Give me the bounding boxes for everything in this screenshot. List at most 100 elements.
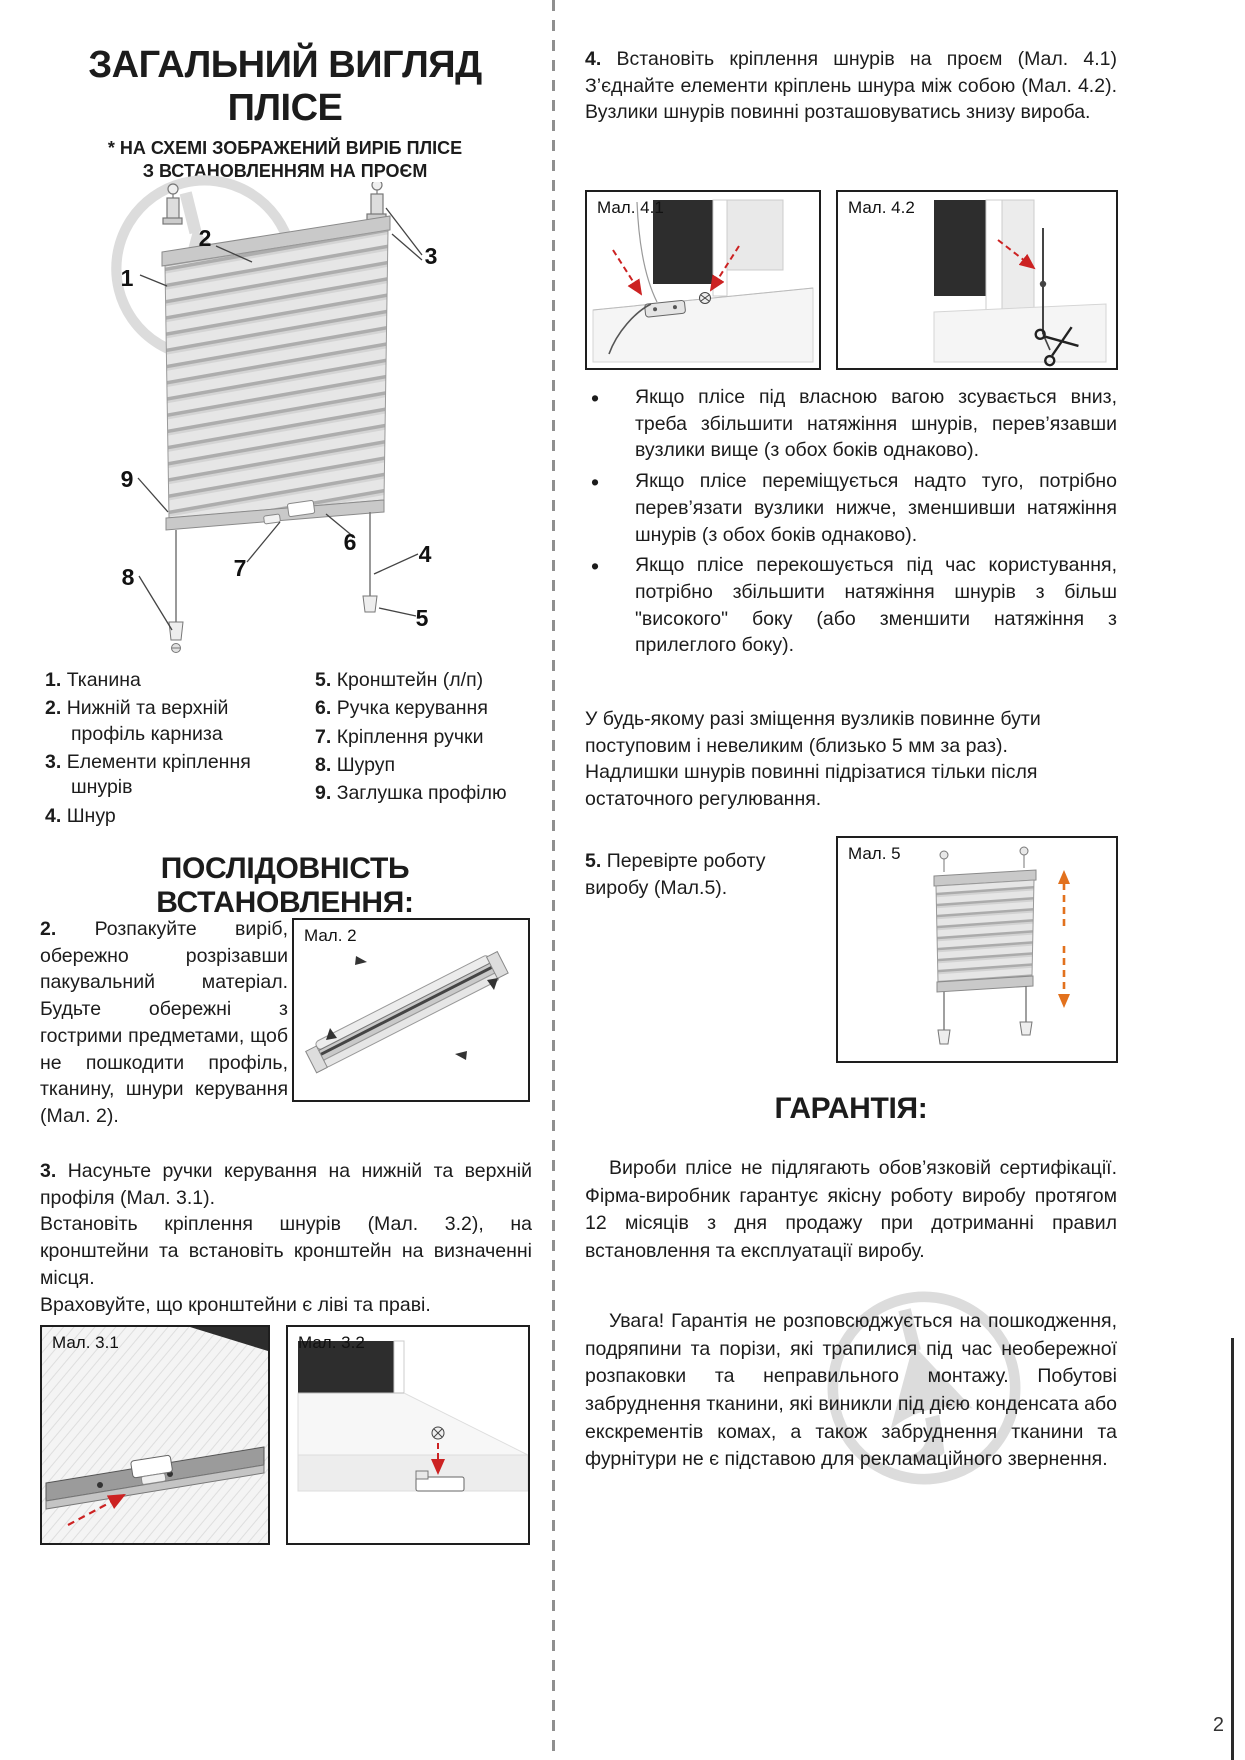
figure-2: Мал. 2 <box>292 918 530 1102</box>
step-2-text: Розпакуйте виріб, обережно розрізавши па… <box>40 918 288 1127</box>
note-line1: У будь-якому разі зміщення вузликів пови… <box>585 708 1041 757</box>
blind-diagram-drawing: 1 2 3 9 8 7 6 4 5 <box>121 182 438 653</box>
warranty-paragraph-2: Увага! Гарантія не розповсюджується на п… <box>585 1310 1117 1471</box>
callout-8: 8 <box>122 564 135 590</box>
red-arrow <box>67 1493 126 1526</box>
callout-4: 4 <box>419 541 432 567</box>
top-profile <box>933 869 1037 887</box>
legend-item: 3. Елементи кріплення шнурів <box>45 750 307 801</box>
page-edge-rule <box>1231 1338 1234 1760</box>
legend-num: 7. <box>315 725 332 748</box>
legend-num: 4. <box>45 804 62 827</box>
figure-4-1: Мал. 4.1 <box>585 190 821 370</box>
red-arrow <box>709 245 740 292</box>
legend-text: Ручка керування <box>336 697 488 720</box>
top-profile <box>161 215 391 267</box>
figure-2-label: Мал. 2 <box>304 926 357 945</box>
legend-item: 9. Заглушка профілю <box>315 781 535 806</box>
page-title-line2: ПЛІСЕ <box>227 86 343 129</box>
figure-4-1-label: Мал. 4.1 <box>597 198 664 217</box>
legend-text: Нижній та верхній профіль карниза <box>66 697 229 745</box>
blind-overview-diagram: 1 2 3 9 8 7 6 4 5 <box>40 175 530 662</box>
cord <box>636 201 658 303</box>
red-arrow <box>612 249 643 296</box>
legend-text: Елементи кріплення шнурів <box>66 751 251 799</box>
step-3-paragraph: 3. Насуньте ручки керування на нижній та… <box>40 1158 532 1318</box>
bottom-handle <box>263 500 316 525</box>
legend-num: 9. <box>315 782 332 805</box>
page-title-line1: ЗАГАЛЬНИЙ ВИГЛЯД <box>88 44 482 86</box>
step-2-paragraph: 2. Розпакуйте виріб, обережно розрізавши… <box>40 916 288 1130</box>
callout-3: 3 <box>425 243 438 269</box>
list-item: Якщо плісе під власною вагою зсувається … <box>585 383 1117 464</box>
legend-text: Тканина <box>66 669 141 691</box>
window-frame <box>592 199 814 363</box>
warranty-paragraph-1: Вироби плісе не підлягають обов’язковій … <box>585 1157 1117 1263</box>
figure-3-2-drawing <box>288 1327 528 1543</box>
legend-item: 5. Кронштейн (л/п) <box>315 668 535 693</box>
legend-item: 4. Шнур <box>45 804 307 829</box>
callout-2: 2 <box>199 225 212 251</box>
legend-num: 3. <box>45 751 62 774</box>
legend-item: 7. Кріплення ручки <box>315 725 535 750</box>
page-title: ЗАГАЛЬНИЙ ВИГЛЯД ПЛІСЕ <box>40 44 530 129</box>
step-4-number: 4. <box>585 48 602 70</box>
window-edge <box>190 1327 268 1351</box>
legend-num: 5. <box>315 669 332 691</box>
step-5-number: 5. <box>585 850 602 872</box>
step-4-text: Встановіть кріплення шнурів на проєм (Ма… <box>585 48 1118 124</box>
cords <box>937 986 1033 1045</box>
legend-num: 8. <box>315 754 332 777</box>
bracket <box>415 1470 465 1492</box>
figure-3-2: Мал. 3.2 <box>286 1325 530 1545</box>
callout-7: 7 <box>234 555 247 581</box>
column-divider <box>552 0 555 1760</box>
packed-blind <box>305 950 509 1074</box>
step-5-text: Перевірте роботу виробу (Мал.5). <box>585 850 766 899</box>
control-handle <box>130 1454 173 1485</box>
window-frame <box>297 1340 528 1492</box>
list-item: Якщо плісе переміщується надто туго, пот… <box>585 467 1117 548</box>
figure-3-1-label: Мал. 3.1 <box>52 1333 119 1352</box>
list-item: Якщо плісе перекошується під час користу… <box>585 551 1117 659</box>
callout-1: 1 <box>121 265 134 291</box>
figure-3-1-drawing <box>42 1327 268 1543</box>
cord <box>608 303 652 355</box>
adjustment-tips-list: Якщо плісе під власною вагою зсувається … <box>585 383 1117 663</box>
bottom-profile <box>936 975 1034 993</box>
page-number: 2 <box>1212 1714 1224 1736</box>
legend-list-left: 1. Тканина 2. Нижній та верхній профіль … <box>45 668 307 832</box>
up-down-arrows <box>1058 870 1070 1008</box>
legend-item: 6. Ручка керування <box>315 696 535 721</box>
step-3-line2: Встановіть кріплення шнурів (Мал. 3.2), … <box>40 1213 532 1289</box>
page-subtitle-line1: * НА СХЕМІ ЗОБРАЖЕНИЙ ВИРІБ ПЛІСЕ <box>107 138 463 158</box>
figure-4-2-drawing <box>838 192 1116 368</box>
pleated-fabric <box>164 229 389 519</box>
callout-9: 9 <box>121 466 134 492</box>
callout-6: 6 <box>344 529 357 555</box>
legend-text: Шуруп <box>336 754 396 777</box>
legend-text: Кронштейн (л/п) <box>336 669 484 691</box>
unpack-arrows <box>326 956 498 1060</box>
legend-num: 6. <box>315 697 332 720</box>
top-brackets <box>162 182 387 225</box>
legend-list-right: 5. Кронштейн (л/п) 6. Ручка керування 7.… <box>315 668 535 810</box>
figure-5-label: Мал. 5 <box>848 844 901 863</box>
figure-3-1: Мал. 3.1 <box>40 1325 270 1545</box>
screw-icon <box>431 1426 445 1440</box>
adjustment-note: У будь-якому разі зміщення вузликів пови… <box>585 706 1117 813</box>
page-subtitle: * НА СХЕМІ ЗОБРАЖЕНИЙ ВИРІБ ПЛІСЕ З ВСТА… <box>40 137 530 184</box>
callout-5: 5 <box>416 605 429 631</box>
screw-icon <box>699 292 711 304</box>
callout-lines <box>137 207 423 631</box>
scissors-icon <box>1034 326 1079 367</box>
pleated-fabric <box>935 879 1035 983</box>
top-brackets <box>939 846 1029 872</box>
sequence-section-title: ПОСЛІДОВНІСТЬ ВСТАНОВЛЕННЯ: <box>156 852 414 919</box>
legend-item: 8. Шуруп <box>315 753 535 778</box>
legend-num: 1. <box>45 669 62 691</box>
figure-4-1-drawing <box>587 192 819 368</box>
cord-clip <box>644 299 686 318</box>
figure-5-drawing <box>933 846 1070 1045</box>
